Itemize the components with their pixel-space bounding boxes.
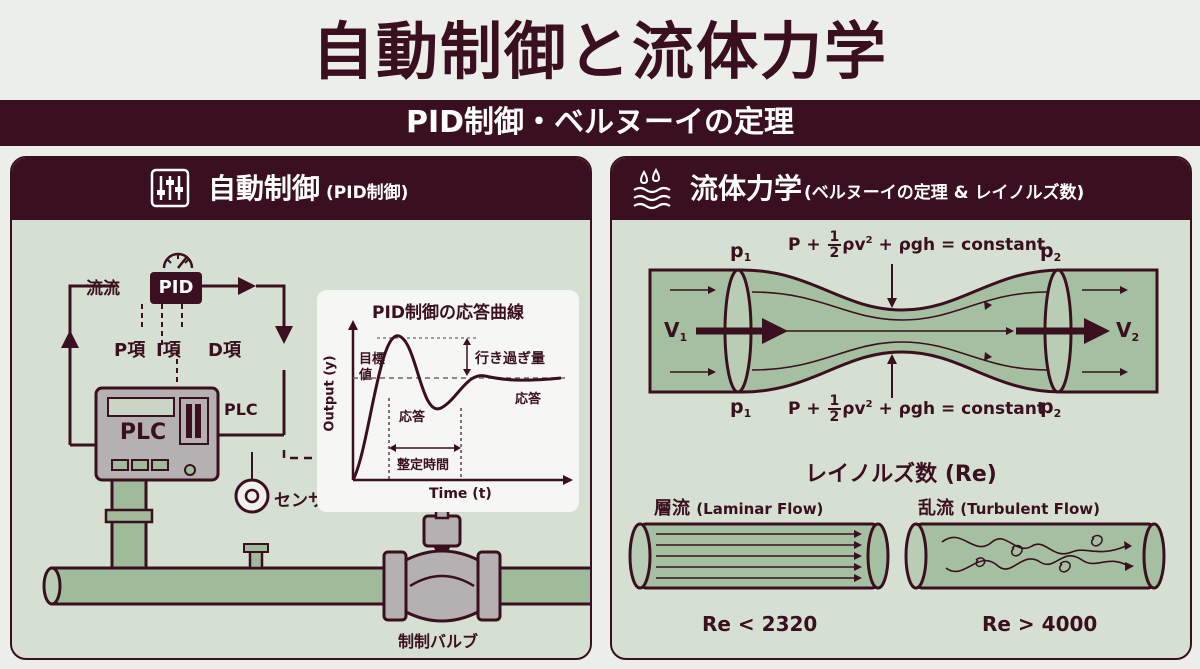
target-label: 目標 bbox=[359, 352, 386, 367]
response-label-2: 応答 bbox=[515, 392, 542, 407]
loop-line-left-top bbox=[68, 284, 115, 340]
pid-panel-title: 自動制御(PID制御) bbox=[208, 158, 408, 224]
water-waves-icon bbox=[633, 168, 671, 210]
v2-label: V2 bbox=[1116, 318, 1140, 344]
graph-xlabel: Time (t) bbox=[429, 486, 492, 502]
plc-side-label: PLC bbox=[224, 400, 258, 419]
pid-control-panel: 自動制御(PID制御) bbox=[10, 156, 592, 660]
plc-label: PLC bbox=[119, 420, 167, 445]
bernoulli-graphics bbox=[628, 264, 1166, 590]
pid-loop-graphics bbox=[42, 252, 590, 623]
laminar-pipe bbox=[628, 522, 890, 590]
flow-label: 流流 bbox=[86, 279, 120, 299]
p2-bottom-label: p2 bbox=[1040, 396, 1062, 420]
v2-arrow-head-icon bbox=[1084, 318, 1110, 344]
valve-label: 制制バルブ bbox=[398, 632, 479, 651]
fluid-panel-header: 流体力学(ベルヌーイの定理 & レイノルズ数) bbox=[612, 158, 1190, 220]
pid-panel-title-text: 自動制御 bbox=[208, 172, 321, 205]
subtitle-band: PID制御・ベルヌーイの定理 bbox=[0, 100, 1200, 146]
reynolds-title: レイノルズ数 (Re) bbox=[805, 462, 997, 487]
main-title: 自動制御と流体力学 bbox=[311, 15, 888, 88]
overshoot-label: 行き過ぎ量 bbox=[475, 351, 545, 367]
fluid-panel-title: 流体力学(ベルヌーイの定理 & レイノルズ数) bbox=[690, 158, 1084, 224]
laminar-condition: Re < 2320 bbox=[702, 612, 818, 636]
fluid-panel-title-note: (ベルヌーイの定理 & レイノルズ数) bbox=[804, 183, 1085, 203]
turbulent-label: 乱流 (Turbulent Flow) bbox=[918, 498, 1101, 519]
fluid-panel-title-text: 流体力学 bbox=[690, 172, 803, 205]
v1-label: V1 bbox=[664, 318, 688, 344]
gauge-icon bbox=[162, 252, 194, 269]
fluid-dynamics-panel: 流体力学(ベルヌーイの定理 & レイノルズ数) bbox=[610, 156, 1192, 660]
turbulent-pipe bbox=[904, 522, 1166, 590]
loop-arrow-right-icon bbox=[238, 277, 256, 295]
loop-arrow-up-icon bbox=[61, 330, 79, 348]
response-curve-card: PID制御の応答曲線 Output (y) Time (t) 目標 値 行き過ぎ… bbox=[317, 290, 579, 512]
response-curve-plot bbox=[348, 320, 573, 485]
laminar-label: 層流 (Laminar Flow) bbox=[654, 498, 824, 519]
pid-box-label: PID bbox=[158, 277, 194, 298]
v1-arrow-head-icon bbox=[762, 318, 788, 344]
graph-ylabel: Output (y) bbox=[322, 355, 338, 432]
main-pipe bbox=[50, 566, 590, 606]
d-term-label: D項 bbox=[208, 340, 241, 361]
p1-bottom-label: p1 bbox=[730, 396, 752, 420]
settling-label: 整定時間 bbox=[397, 458, 450, 473]
target-label-2: 値 bbox=[359, 368, 373, 383]
pid-box bbox=[150, 272, 202, 304]
response-curve bbox=[351, 334, 562, 481]
p2-top-label: p2 bbox=[1040, 240, 1062, 264]
response-label: 応答 bbox=[399, 410, 426, 425]
graph-title: PID制御の応答曲線 bbox=[372, 303, 524, 323]
p-term-label: P項 bbox=[114, 340, 146, 361]
loop-arrow-down-icon bbox=[275, 326, 293, 344]
p1-top-label: p1 bbox=[730, 240, 752, 264]
i-term-label: I項 bbox=[156, 340, 181, 361]
sensor-icon bbox=[234, 478, 270, 514]
loop-line-right-top bbox=[256, 284, 286, 330]
sliders-icon bbox=[150, 168, 190, 208]
turbulent-condition: Re > 4000 bbox=[982, 612, 1098, 636]
pid-loop-diagram: 流流 PID P項 I項 D項 PLC PLC センサー 制制バルブ bbox=[12, 220, 590, 658]
pid-panel-header: 自動制御(PID制御) bbox=[12, 158, 590, 220]
pid-panel-title-note: (PID制御) bbox=[326, 183, 409, 203]
